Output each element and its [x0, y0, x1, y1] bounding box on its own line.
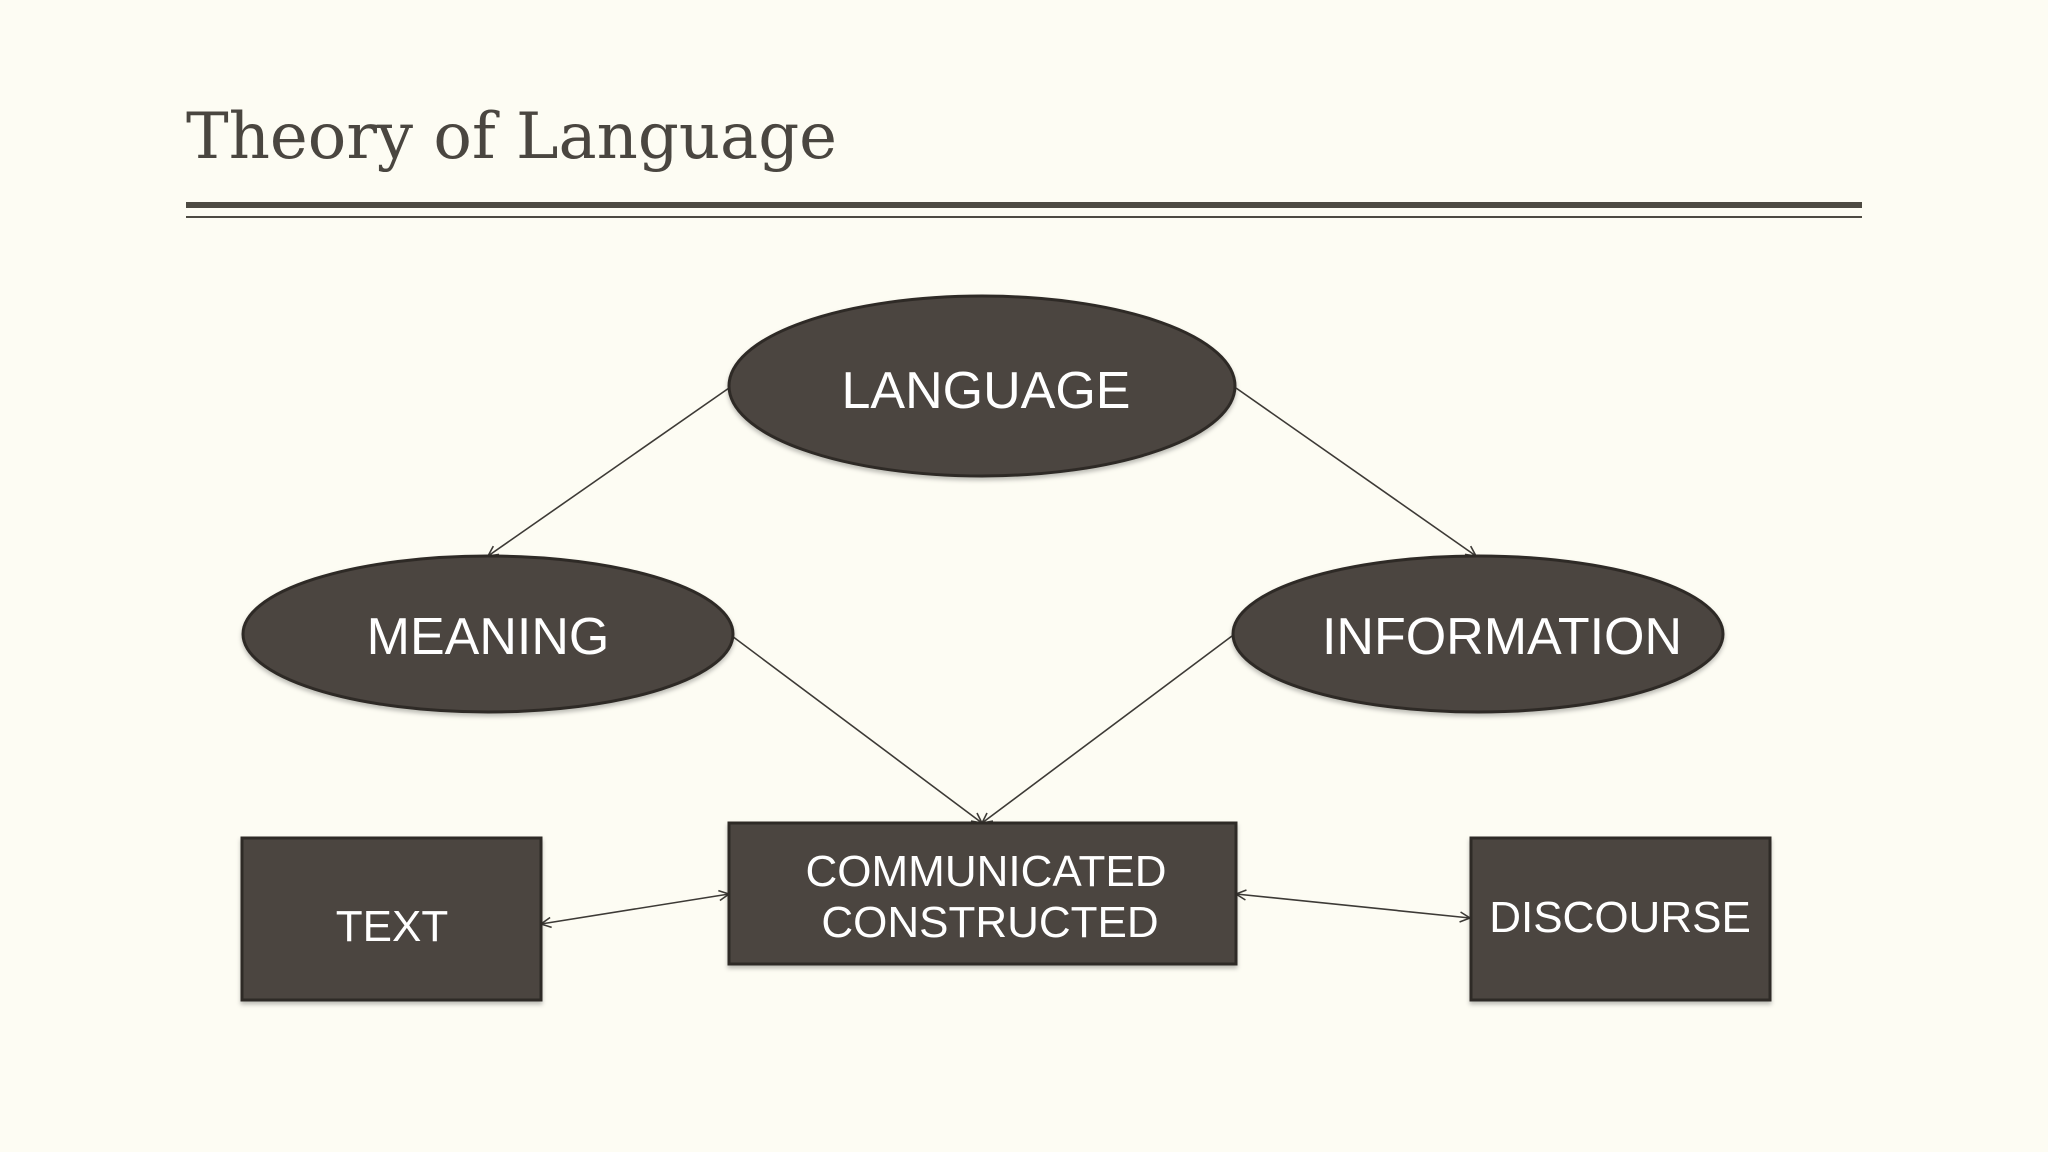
edge-meaning-communicated	[731, 635, 982, 823]
node-constructed-label: CONSTRUCTED	[821, 898, 1158, 947]
node-discourse	[1469, 836, 1772, 1002]
node-communicated-label: COMMUNICATED	[806, 847, 1167, 896]
node-information-label: INFORMATION	[1322, 608, 1682, 666]
node-communicated-constructed	[727, 821, 1238, 966]
edge-communicated-discourse	[1236, 894, 1470, 918]
edge-information-communicated	[982, 635, 1233, 823]
slide-title: Theory of Language	[186, 100, 838, 174]
node-information	[1231, 554, 1725, 714]
edge-language-information	[1235, 387, 1476, 556]
node-meaning	[241, 554, 735, 714]
node-language	[727, 294, 1237, 478]
title-rule-thick	[186, 202, 1862, 208]
title-rule-thin	[186, 216, 1862, 218]
node-text-label: TEXT	[336, 902, 448, 951]
edge-language-meaning	[488, 387, 730, 556]
edge-text-communicated	[541, 894, 729, 924]
node-text	[240, 836, 543, 1002]
node-language-label: LANGUAGE	[842, 362, 1131, 420]
node-meaning-label: MEANING	[367, 608, 610, 666]
node-discourse-label: DISCOURSE	[1489, 893, 1751, 942]
